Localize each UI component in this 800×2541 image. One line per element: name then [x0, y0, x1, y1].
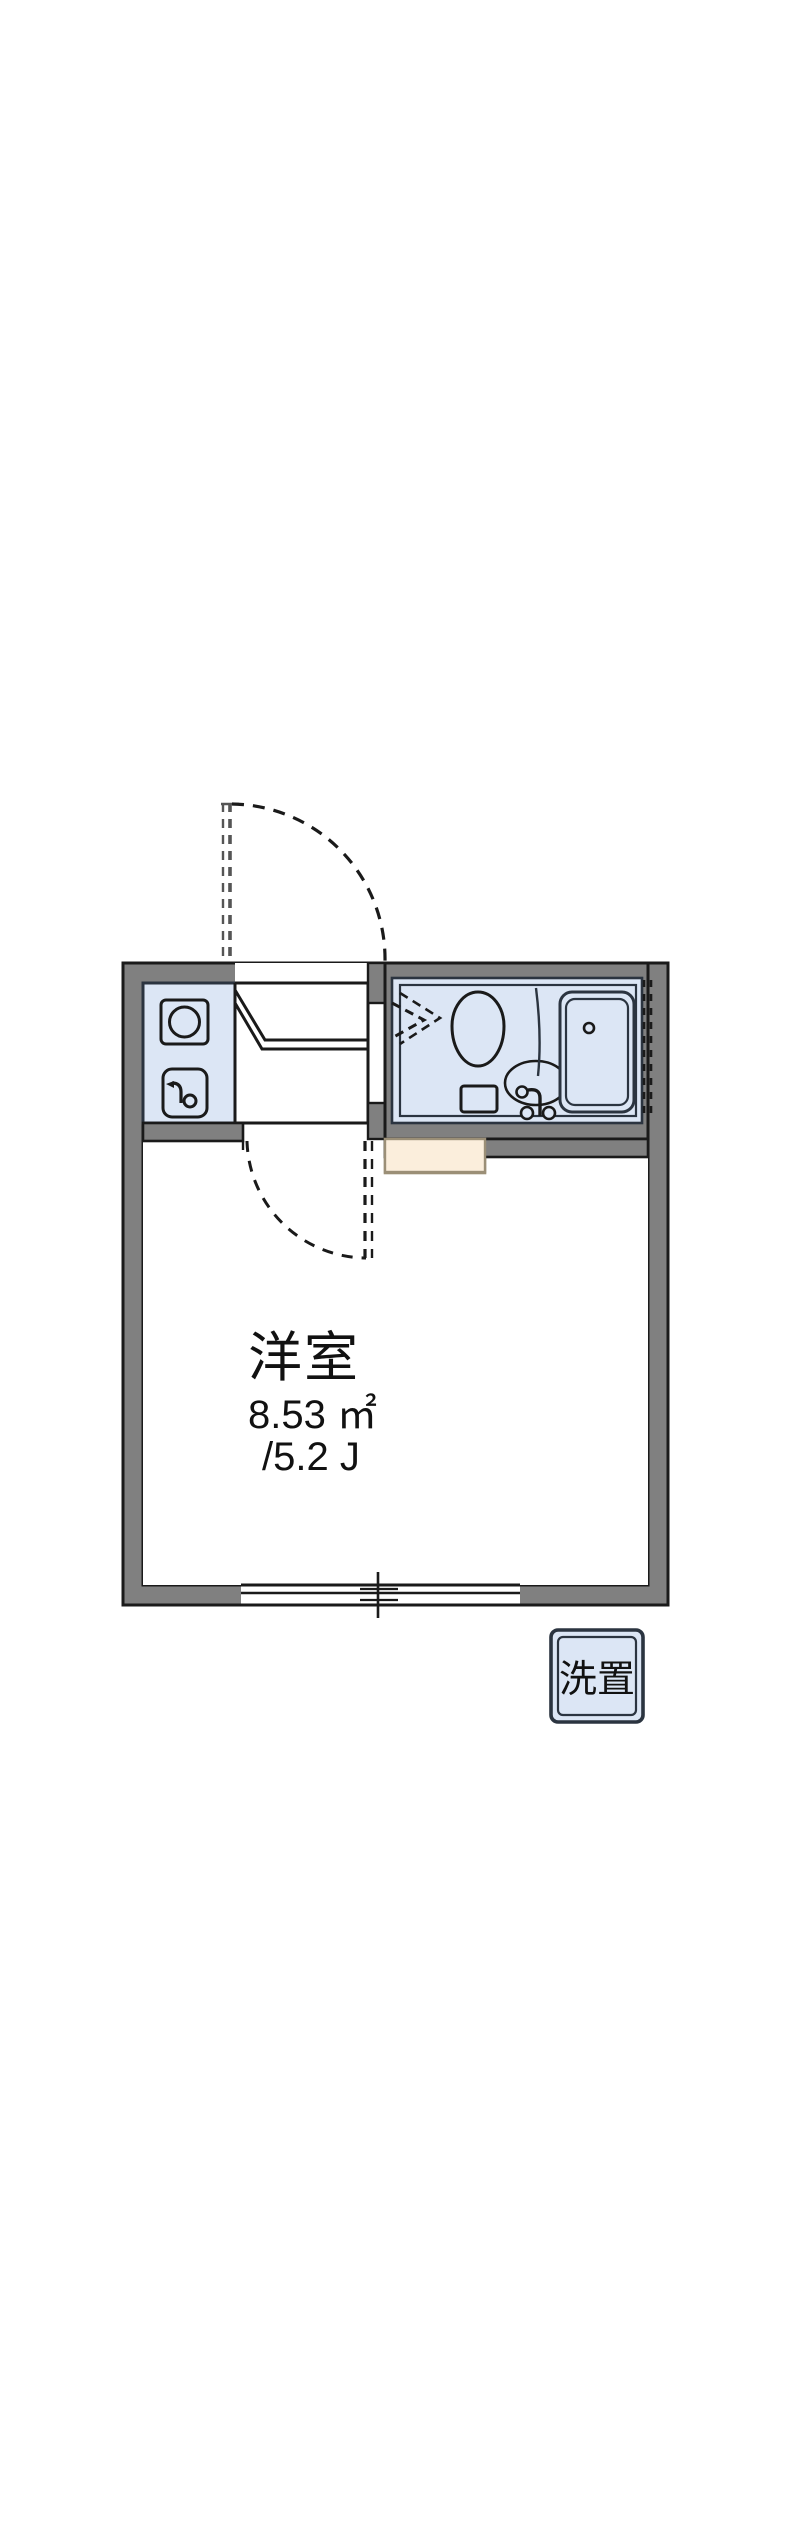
closet-leaf-a	[233, 989, 368, 1042]
stove-icon	[159, 998, 210, 1046]
bathtub-icon	[558, 990, 636, 1114]
bath-right-hatching	[642, 980, 653, 1119]
room-area-label: 8.53 ㎡	[248, 1393, 377, 1437]
bathtub-drain	[582, 1021, 596, 1035]
washbasin-icon	[503, 987, 569, 1121]
bath-door-icon	[391, 991, 443, 1046]
main-room-label-group: 洋室 8.53 ㎡ /5.2 J	[248, 1328, 377, 1479]
kitchen-sink-icon	[161, 1067, 209, 1119]
shower-hose	[534, 987, 541, 1077]
room-door-swing	[241, 1140, 374, 1260]
washer-box-inner	[556, 1635, 638, 1717]
entry-door-swing	[221, 802, 387, 964]
partition-left	[141, 1121, 245, 1143]
window-opening	[241, 1585, 520, 1605]
washbasin-handle-right	[541, 1105, 557, 1121]
partition-walls	[141, 1121, 650, 1174]
room-door-arc	[245, 1140, 367, 1260]
hall-bath-wall-stub-bottom	[366, 1101, 387, 1141]
unit-bath-area	[383, 961, 653, 1141]
shoe-closet-door-icon	[233, 989, 368, 1051]
bath-door-leaf-1	[391, 1001, 428, 1040]
kitchen-faucet-head	[166, 1081, 174, 1088]
toilet-icon	[450, 990, 506, 1114]
room-tatami-label: /5.2 J	[262, 1435, 360, 1479]
kitchen-sink-drain	[182, 1093, 198, 1109]
closet-leaf-b	[233, 1002, 368, 1051]
toilet-bowl	[450, 990, 506, 1068]
washbasin-drain	[515, 1085, 529, 1099]
stove-burner-ring	[168, 1005, 201, 1039]
kitchen-sink-basin	[161, 1067, 209, 1119]
kitchen-area	[141, 981, 237, 1125]
balcony-window	[241, 1572, 520, 1618]
entry-hall-area	[233, 961, 387, 1141]
washbasin-handle-left	[519, 1105, 535, 1121]
washing-machine-space: 洗置	[549, 1628, 645, 1724]
entry-door-arc	[231, 802, 387, 963]
toilet-tank	[459, 1084, 499, 1114]
hall-bath-wall-stub-top	[366, 961, 387, 1005]
bathtub-inner	[564, 997, 630, 1107]
washbasin-bowl	[503, 1059, 569, 1107]
room-name-label: 洋室	[248, 1328, 360, 1388]
washer-label: 洗置	[559, 1659, 635, 1701]
bath-door-leaf-2	[399, 991, 443, 1046]
genkan-step-overlay	[383, 1137, 487, 1174]
washbasin-faucet	[527, 1087, 542, 1116]
